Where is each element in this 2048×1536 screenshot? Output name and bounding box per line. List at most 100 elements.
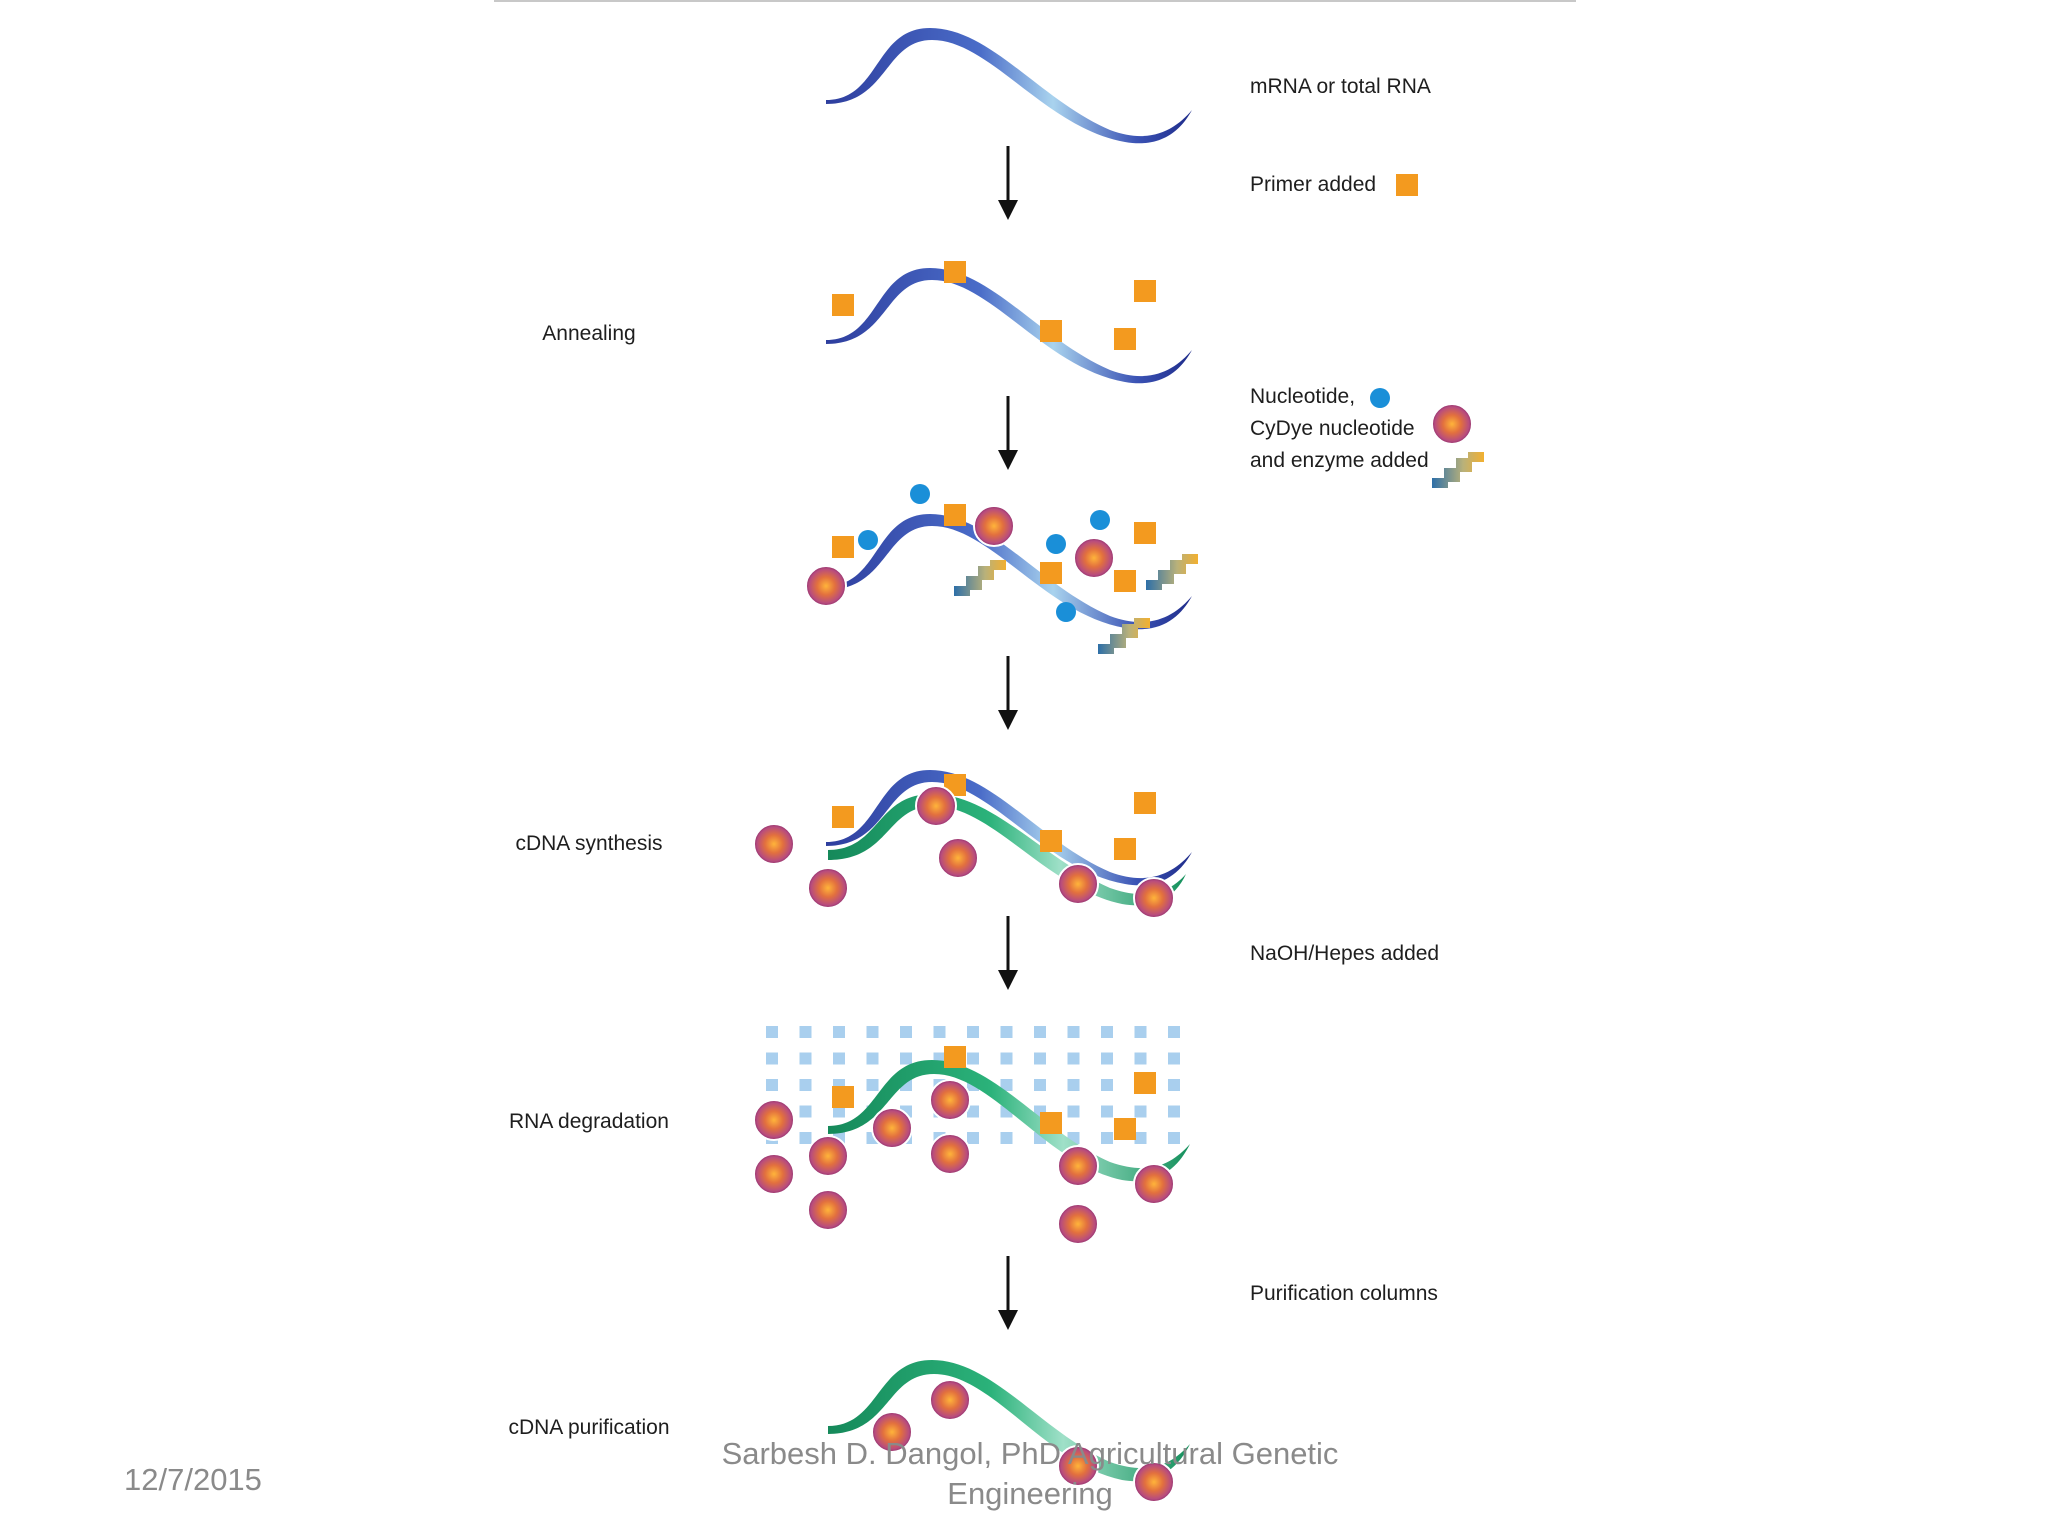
primer-square [1114,1118,1136,1140]
arrow-2 [998,396,1018,470]
degraded-rna-fragment [799,1052,812,1065]
degraded-rna-fragment [1168,1079,1180,1091]
degraded-rna-fragment [833,1052,845,1065]
primer-legend-icon [1396,174,1418,196]
cydye-nucleotide [1057,1203,1099,1245]
degraded-rna-fragment [1134,1026,1147,1038]
enzyme-shape [1146,554,1198,590]
degraded-rna-fragment [866,1079,879,1091]
degraded-rna-fragment [1134,1132,1147,1144]
label-nucleotide: Nucleotide, [1250,385,1356,408]
degraded-rna-fragment [1168,1052,1180,1065]
stage-reaction-mix [805,484,1198,654]
degraded-rna-fragment [1067,1105,1080,1118]
primer-square [1134,1072,1156,1094]
step-rna-degradation: RNA degradation [509,1110,669,1133]
arrow-1 [998,146,1018,220]
nucleotide-dot [1056,602,1076,622]
cydye-nucleotide [929,1079,971,1121]
primer-square [1114,570,1136,592]
degraded-rna-fragment [1000,1052,1013,1065]
degraded-rna-fragment [799,1105,812,1118]
nucleotide-legend-icon [1370,388,1390,408]
degraded-rna-fragment [1168,1105,1180,1118]
label-cydye: CyDye nucleotide [1250,417,1415,440]
degraded-rna-fragment [967,1105,979,1118]
arrow-3 [998,656,1018,730]
rna-strand [826,28,1192,144]
cydye-nucleotide [929,1379,971,1421]
footer-author: Sarbesh D. Dangol, PhD Agricultural Gene… [721,1436,1339,1511]
degraded-rna-fragment [866,1026,879,1038]
cydye-nucleotide [753,1099,795,1141]
stage-mrna [826,28,1192,144]
degraded-rna-fragment [1168,1026,1180,1038]
primer-square [1134,522,1156,544]
degraded-rna-fragment [1168,1132,1180,1144]
degraded-rna-fragment [766,1052,778,1065]
degraded-rna-fragment [1034,1079,1046,1091]
primer-square [1040,830,1062,852]
degraded-rna-fragment [766,1079,778,1091]
label-primer-added: Primer added [1250,173,1377,196]
cydye-nucleotide [1073,537,1115,579]
degraded-rna-fragment [799,1079,812,1091]
primer-square [832,536,854,558]
degraded-rna-fragment [799,1132,812,1144]
primer-square [1114,838,1136,860]
cydye-nucleotide [915,785,957,827]
enzyme-shape [954,560,1006,596]
arrow-5 [998,1256,1018,1330]
arrow-4 [998,916,1018,990]
degraded-rna-fragment [1101,1052,1113,1065]
label-mrna: mRNA or total RNA [1250,75,1431,98]
cydye-nucleotide [805,565,847,607]
step-cdna-purification: cDNA purification [508,1416,670,1439]
step-annealing: Annealing [542,322,636,345]
cydye-nucleotide [929,1133,971,1175]
cydye-nucleotide [753,1153,795,1195]
degraded-rna-fragment [900,1026,912,1038]
stage-cdna-synthesis [753,770,1192,919]
degraded-rna-fragment [766,1026,778,1038]
primer-square [1134,280,1156,302]
degraded-rna-fragment [1000,1026,1013,1038]
degraded-rna-fragment [1134,1052,1147,1065]
primer-square [832,806,854,828]
stage-cdna-purification [828,1360,1190,1503]
degraded-rna-fragment [866,1052,879,1065]
degraded-rna-fragment [967,1026,979,1038]
degraded-rna-fragment [1034,1052,1046,1065]
step-cdna-synthesis: cDNA synthesis [515,832,663,855]
nucleotide-dot [910,484,930,504]
cydye-nucleotide [753,823,795,865]
degraded-rna-fragment [1101,1026,1113,1038]
degraded-rna-fragment [1000,1132,1013,1144]
primer-square [1114,328,1136,350]
label-purification-columns: Purification columns [1250,1282,1438,1305]
degraded-rna-fragment [1067,1052,1080,1065]
cydye-nucleotide [807,1189,849,1231]
stage-annealing [826,261,1192,384]
degraded-rna-fragment [900,1052,912,1065]
cydye-nucleotide [871,1107,913,1149]
degraded-rna-fragment [1101,1105,1113,1118]
cydye-nucleotide [1057,1145,1099,1187]
nucleotide-dot [1046,534,1066,554]
degraded-rna-fragment [1034,1026,1046,1038]
primer-square [1040,320,1062,342]
cydye-nucleotide [1133,877,1175,919]
primer-square [944,504,966,526]
cydye-nucleotide [807,1135,849,1177]
cydye-nucleotide [973,505,1015,547]
cydye-nucleotide [937,837,979,879]
degraded-rna-fragment [967,1132,979,1144]
degraded-rna-fragment [1000,1079,1013,1091]
degraded-rna-fragment [933,1026,946,1038]
cydye-legend-icon [1431,403,1473,445]
primer-square [1040,1112,1062,1134]
nucleotide-dot [1090,510,1110,530]
degraded-rna-fragment [1101,1079,1113,1091]
primer-square [832,1086,854,1108]
